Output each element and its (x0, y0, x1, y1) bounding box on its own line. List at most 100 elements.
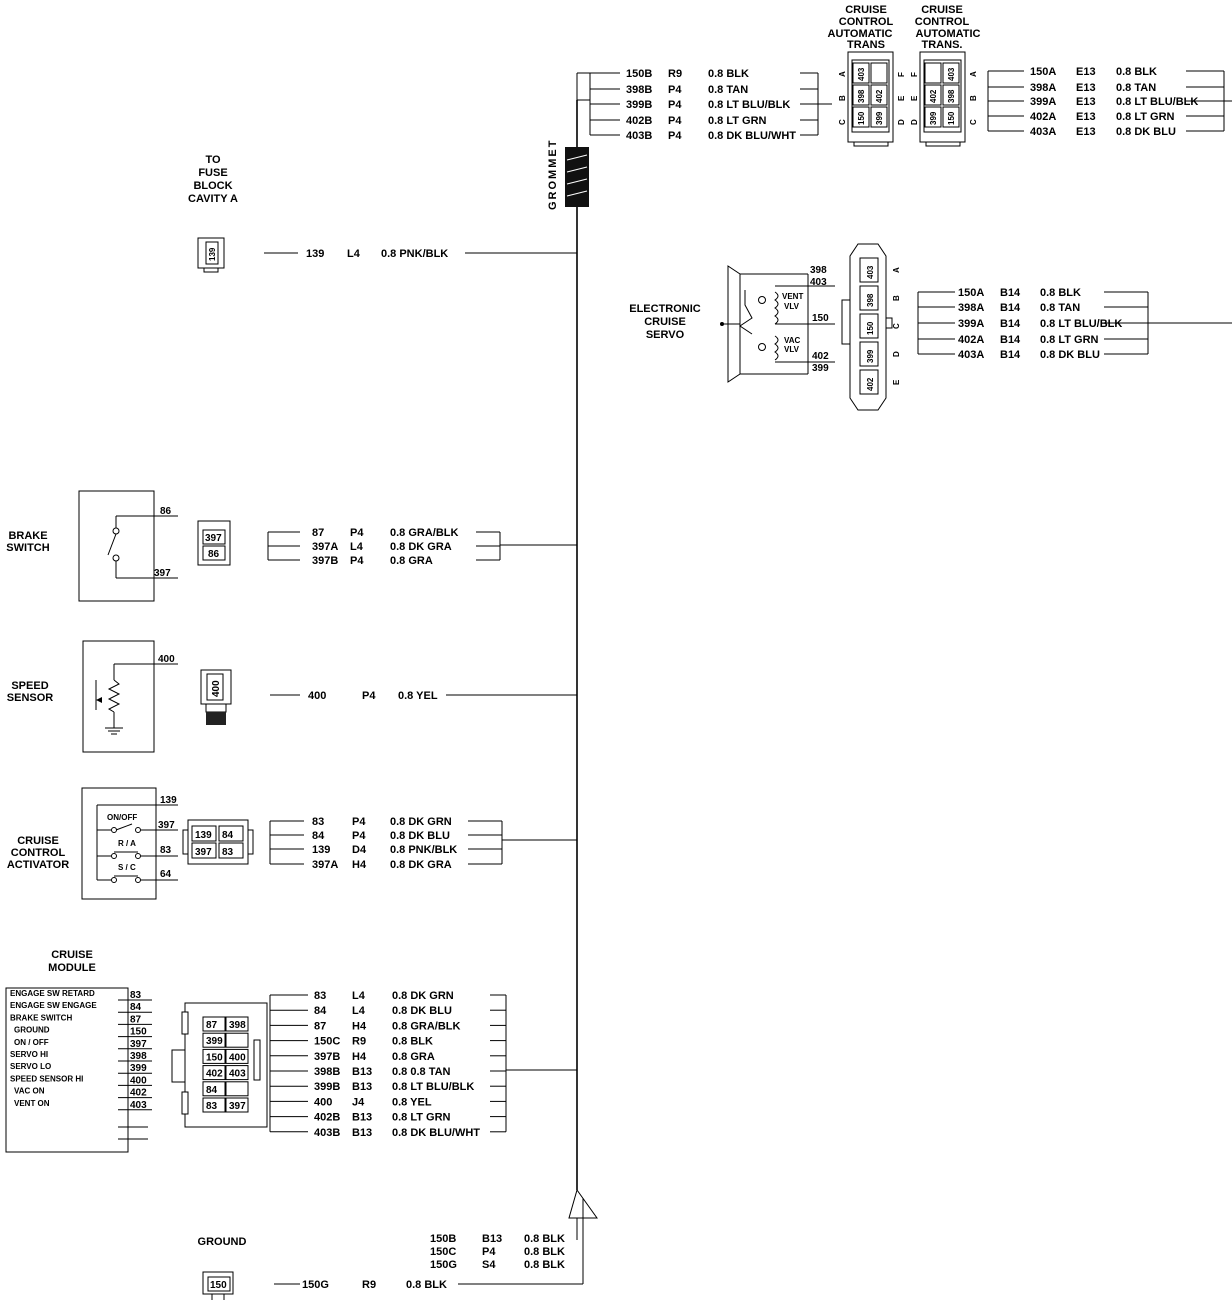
connector-pin-label: 84 (222, 830, 234, 841)
wire-location: J4 (352, 1096, 365, 1108)
svg-text:TRANS.: TRANS. (922, 39, 963, 51)
svg-text:TRANS: TRANS (847, 39, 885, 51)
wire-location: B13 (482, 1233, 502, 1245)
speed-wire: 400 P4 0.8 YEL (270, 690, 577, 702)
fuse-wire: 139 L4 0.8 PNK/BLK (264, 248, 577, 260)
wire-location: P4 (482, 1246, 496, 1258)
svg-text:139: 139 (160, 795, 177, 806)
module-pin-name: ENGAGE SW RETARD (10, 989, 95, 998)
wire-color: 0.8 BLK (1116, 66, 1157, 78)
svg-text:139: 139 (306, 248, 324, 260)
wire-color: 0.8 DK BLU/WHT (392, 1127, 480, 1139)
svg-text:398: 398 (810, 265, 827, 276)
wire-color: 0.8 BLK (1040, 287, 1081, 299)
wire-circuit: 84 (312, 830, 325, 842)
wire-location: P4 (668, 115, 682, 127)
wire-color: 0.8 LT BLU/BLK (1116, 96, 1198, 108)
wire-color: 0.8 GRA/BLK (392, 1020, 461, 1032)
connector-cavity (870, 84, 888, 106)
ground-wire: 150G R9 0.8 BLK (274, 1279, 583, 1291)
svg-text:CAVITY A: CAVITY A (188, 193, 238, 205)
wire-color: 0.8 LT BLU/BLK (392, 1081, 474, 1093)
wire-location: H4 (352, 1020, 367, 1032)
cavity-letter: E (892, 379, 901, 385)
svg-text:SPEED: SPEED (11, 680, 48, 692)
wire-color: 0.8 DK GRN (392, 990, 454, 1002)
svg-text:SERVO: SERVO (646, 329, 685, 341)
svg-text:397: 397 (154, 568, 171, 579)
wire-color: 0.8 DK GRN (390, 816, 452, 828)
svg-text:S / C: S / C (118, 863, 136, 872)
svg-text:400: 400 (211, 680, 222, 697)
svg-text:CONTROL: CONTROL (915, 16, 970, 28)
wire-color: 0.8 YEL (392, 1096, 432, 1108)
electronic-cruise-servo: VENT VLV VAC VLV 398 403 150 402 399 (720, 265, 835, 383)
connector-pin-label: 399 (875, 111, 884, 125)
connector-pin-label: 83 (222, 847, 234, 858)
connector-cavity (942, 106, 960, 128)
grommet-icon (565, 147, 589, 207)
connector-pin-label: 397 (195, 847, 212, 858)
wire-location: H4 (352, 859, 367, 871)
module-pin-name: SERVO HI (10, 1050, 48, 1059)
connector-pin-label: 399 (206, 1036, 223, 1047)
module-connector-cavity (202, 1097, 226, 1113)
connector-cavity (870, 106, 888, 128)
speed-sensor-resistor-icon (107, 679, 121, 713)
svg-text:CRUISE: CRUISE (51, 949, 93, 961)
cruise-control-activator-label: CRUISE CONTROL ACTIVATOR (7, 835, 69, 871)
wire-color: 0.8 DK BLU (1116, 126, 1176, 138)
svg-text:0.8 PNK/BLK: 0.8 PNK/BLK (381, 248, 448, 260)
servo-connector-cavity (859, 369, 879, 395)
wire-color: 0.8 TAN (1116, 82, 1156, 94)
module-connector-cavity (225, 1097, 249, 1113)
connector-pin-label: 398 (229, 1020, 246, 1031)
wire-circuit: 399B (314, 1081, 340, 1093)
wire-circuit: 402B (314, 1112, 340, 1124)
module-pin-number: 397 (130, 1039, 147, 1050)
wire-location: B14 (1000, 349, 1021, 361)
speed-sensor-label: SPEED SENSOR (7, 680, 54, 704)
ground-splice (568, 1188, 598, 1284)
wire-color: 0.8 DK BLU (390, 830, 450, 842)
wire-location: L4 (350, 541, 364, 553)
wire-color: 0.8 LT GRN (1116, 111, 1175, 123)
connector-pin-label: 150 (947, 111, 956, 125)
wire-location: L4 (352, 1005, 366, 1017)
wire-location: L4 (352, 990, 366, 1002)
svg-text:VLV: VLV (784, 302, 800, 311)
cavity-letter: C (838, 119, 847, 125)
svg-text:64: 64 (160, 869, 172, 880)
module-pin-number: 150 (130, 1027, 147, 1038)
svg-text:FUSE: FUSE (198, 167, 227, 179)
wire-circuit: 83 (312, 816, 324, 828)
svg-text:403: 403 (810, 277, 827, 288)
module-pin-name: SERVO LO (10, 1062, 51, 1071)
svg-text:L4: L4 (347, 248, 361, 260)
connector-cavity (852, 106, 870, 128)
wire-circuit: 397B (312, 555, 338, 567)
wire-location: E13 (1076, 82, 1096, 94)
module-pin-number: 84 (130, 1002, 142, 1013)
wire-circuit: 400 (314, 1096, 332, 1108)
connector-pin-label: 402 (875, 89, 884, 103)
wire-circuit: 398B (314, 1066, 340, 1078)
wire-color: 0.8 LT BLU/BLK (708, 99, 790, 111)
wire-location: P4 (350, 527, 364, 539)
